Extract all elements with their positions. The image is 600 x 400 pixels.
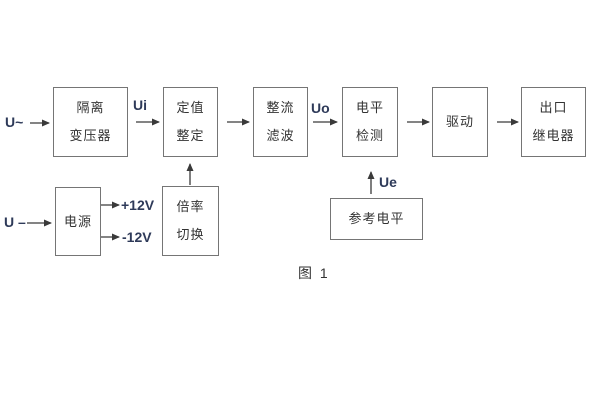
signal-label-u-dc: U –: [4, 214, 26, 230]
block-label: 隔离: [76, 100, 105, 115]
block-driver: 驱动: [432, 87, 488, 157]
block-label: 驱动: [445, 114, 474, 129]
block-setting-adjust: 定值 整定: [163, 87, 218, 157]
signal-label-ue: Ue: [379, 174, 397, 190]
block-label: 检测: [355, 128, 384, 143]
block-isolation-transformer: 隔离 变压器: [53, 87, 128, 157]
block-level-detector: 电平 检测: [342, 87, 398, 157]
block-rectifier-filter: 整流 滤波: [253, 87, 308, 157]
block-label: 定值: [176, 100, 205, 115]
signal-label-u-ac: U~: [5, 114, 24, 130]
signal-label-ui: Ui: [133, 97, 147, 113]
block-label: 继电器: [532, 128, 575, 143]
block-output-relay: 出口 继电器: [521, 87, 586, 157]
block-power-supply: 电源: [55, 187, 101, 256]
block-label: 整定: [176, 128, 205, 143]
block-reference-level: 参考电平: [330, 198, 423, 240]
block-ratio-switch: 倍率 切换: [162, 186, 219, 256]
block-label: 出口: [539, 100, 568, 115]
block-label: 倍率: [176, 199, 205, 214]
signal-label-minus12v: -12V: [122, 229, 152, 245]
block-label: 电源: [63, 213, 92, 229]
figure-caption: 图 1: [298, 265, 330, 281]
block-label: 滤波: [266, 128, 295, 143]
block-label: 电平: [355, 100, 384, 115]
signal-label-uo: Uo: [311, 100, 330, 116]
block-label: 整流: [266, 100, 295, 115]
block-label: 变压器: [69, 128, 112, 143]
signal-label-plus12v: +12V: [121, 197, 155, 213]
block-label: 切换: [176, 227, 205, 242]
block-label: 参考电平: [348, 211, 405, 226]
